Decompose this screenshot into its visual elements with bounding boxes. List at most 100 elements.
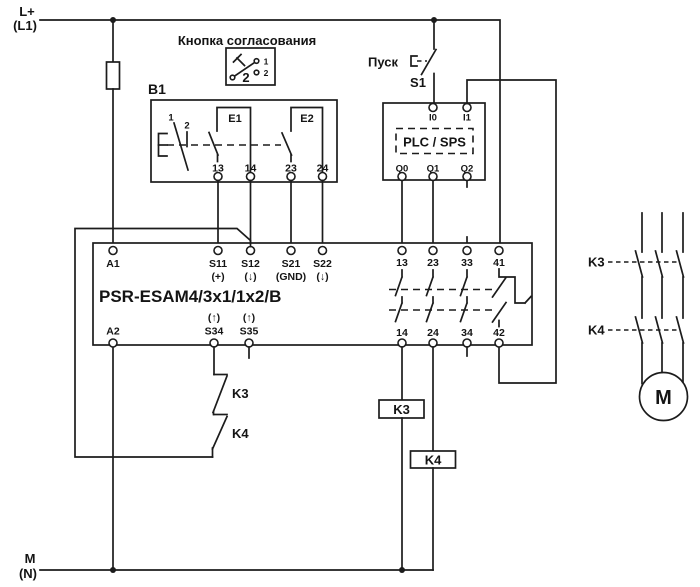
relay-terminal-s35 [244,338,254,348]
relay-terminal-14 [397,338,407,348]
relay-terminal-24 [428,338,438,348]
plc-block: I0 I1 PLC / SPS Q0 Q1 Q2 [382,79,557,384]
b1-terminal-23-label: 23 [285,163,297,175]
wire-s12-loop [74,227,252,458]
b1-pos2-label: 2 [184,121,189,132]
ack-label-1: 1 [264,57,269,67]
b1-key-blade [172,121,190,172]
relay-s34-label: S34 [205,326,224,338]
relay-terminal-a2 [108,338,118,348]
power-circuit: K3 K4 M [588,212,689,422]
ack-contact-1 [253,57,260,65]
relay-23-label: 23 [427,257,439,269]
relay-34-label: 34 [461,327,473,339]
s1-label: S1 [410,75,426,90]
e1-label: E1 [228,113,241,125]
ack-label-2: 2 [264,68,269,78]
relay-s34-note: (↑) [208,312,220,324]
fuse [105,61,121,90]
start-label: Пуск [368,55,398,70]
e2-label: E2 [300,113,313,125]
relay-s21-note: (GND) [276,271,306,283]
label-l1: (L1) [13,18,37,33]
wire-lplus-rail [39,19,501,248]
start-button: Пуск S1 [368,19,438,105]
plc-name: PLC / SPS [403,135,466,150]
ack-pivot [229,74,236,81]
relay-s22-note: (↓) [316,271,328,283]
b1-terminal-14 [245,171,256,182]
b1-box [150,99,338,183]
e2-contact-frame [290,106,324,173]
relay-terminal-s34 [209,338,219,348]
power-k4-label: K4 [588,323,605,338]
b1-pos1-label: 1 [168,113,174,124]
b1-title: B1 [148,81,166,97]
feedback-loop: K3 K4 [74,227,252,458]
phase-line-1 [634,212,644,385]
relay-s35-label: S35 [240,326,259,338]
relay-14-label: 14 [396,327,408,339]
plc-name-frame [395,127,474,155]
b1-terminal-13-label: 13 [212,163,224,175]
relay-a2-label: A2 [106,326,120,338]
relay-s12-label: S12 [241,258,260,270]
relay-block: PSR-ESAM4/3x1/1x2/B A1 S11 (+) S12 (↓) S… [92,242,533,359]
motor-label: M [655,387,672,409]
k4-nc-blade [211,415,229,451]
relay-terminal-34 [462,338,472,348]
plc-i1-label: I1 [463,113,472,124]
plc-box [382,102,486,181]
s1-actuator [410,55,418,67]
plc-terminal-q2 [462,171,472,182]
contact-column-23 [425,269,435,323]
ack-contact-2 [253,69,260,76]
ack-blade [232,61,256,78]
relay-terminal-13 [397,245,407,256]
contact-column-41-nc [491,268,533,328]
contactor-coils: K3 K4 [378,346,457,571]
relay-s11-note: (+) [211,271,224,283]
b1-terminal-24-label: 24 [317,163,329,175]
relay-terminal-23 [428,245,438,256]
plc-terminal-q0 [397,171,407,182]
relay-24-label: 24 [427,327,439,339]
relay-s11-label: S11 [209,258,227,270]
motor [638,371,689,422]
phase-line-2 [654,212,664,374]
relay-name: PSR-ESAM4/3x1/1x2/B [99,287,281,306]
relay-terminal-s12 [245,245,256,256]
b1-terminal-14-label: 14 [245,163,257,175]
relay-box [92,242,533,346]
k3-coil-label: K3 [393,402,410,417]
relay-terminal-s11 [213,245,223,256]
relay-terminal-s21 [286,245,296,256]
label-lplus: L+ [19,4,35,19]
feedback-k3-label: K3 [232,386,249,401]
relay-s35-note: (↑) [243,312,255,324]
relay-42-label: 42 [493,327,505,339]
relay-terminal-33 [462,245,472,256]
plc-terminal-i1 [462,102,472,113]
relay-internal-contacts [389,268,533,328]
relay-33-label: 33 [461,257,473,269]
supply-branch [105,19,121,571]
ack-button-symbol: Кнопка согласования 1 2 2 [178,33,316,86]
relay-13-label: 13 [396,257,408,269]
contact-column-13 [394,269,404,323]
relay-a1-label: A1 [106,258,120,270]
relay-terminal-a1 [108,245,118,256]
wire-i1-42-loop [466,79,557,384]
ack-position-2: 2 [242,70,249,85]
feedback-k4-label: K4 [232,426,249,441]
ack-key-stem [235,56,246,67]
relay-s12-note: (↓) [244,271,256,283]
plc-terminal-q1 [428,171,438,182]
label-n-rail: (N) [19,566,37,581]
relay-s22-label: S22 [313,258,332,270]
relay-41-label: 41 [493,257,505,269]
relay-terminal-41 [494,245,504,256]
plc-q1-label: Q1 [427,164,440,175]
